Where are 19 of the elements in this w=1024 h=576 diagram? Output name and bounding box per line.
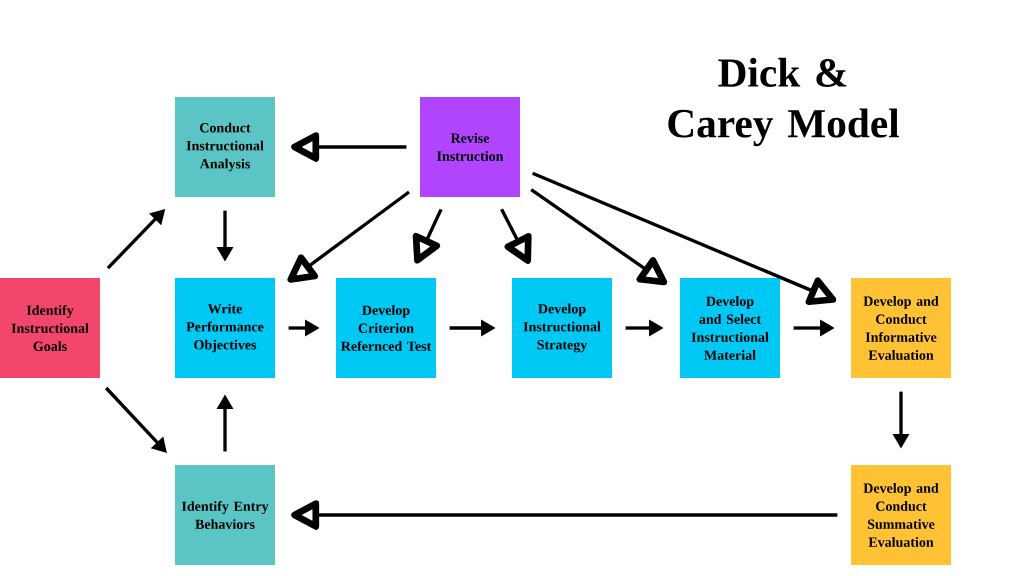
process-box: Identify Instructional Goals — [0, 278, 100, 378]
arrow — [500, 208, 532, 264]
arrow — [291, 132, 407, 162]
arrow — [412, 208, 443, 264]
process-box: Develop and Conduct Informative Evaluation — [851, 278, 951, 378]
arrow — [531, 171, 837, 306]
arrow — [287, 190, 410, 283]
process-box: Develop Instructional Strategy — [512, 278, 612, 378]
process-box: Develop and Select Instructional Material — [680, 278, 780, 378]
process-box: Identify Entry Behaviors — [175, 465, 275, 565]
process-box: Write Performance Objectives — [175, 278, 275, 378]
arrow — [530, 188, 668, 286]
process-box: Revise Instruction — [420, 97, 520, 197]
process-box: Develop Criterion Refernced Test — [336, 278, 436, 378]
arrow — [104, 386, 167, 453]
process-box: Conduct Instructional Analysis — [175, 97, 275, 197]
arrow — [291, 500, 838, 530]
title: Dick & Carey Model — [668, 57, 899, 147]
process-box: Develop and Conduct Summative Evaluation — [851, 465, 951, 565]
